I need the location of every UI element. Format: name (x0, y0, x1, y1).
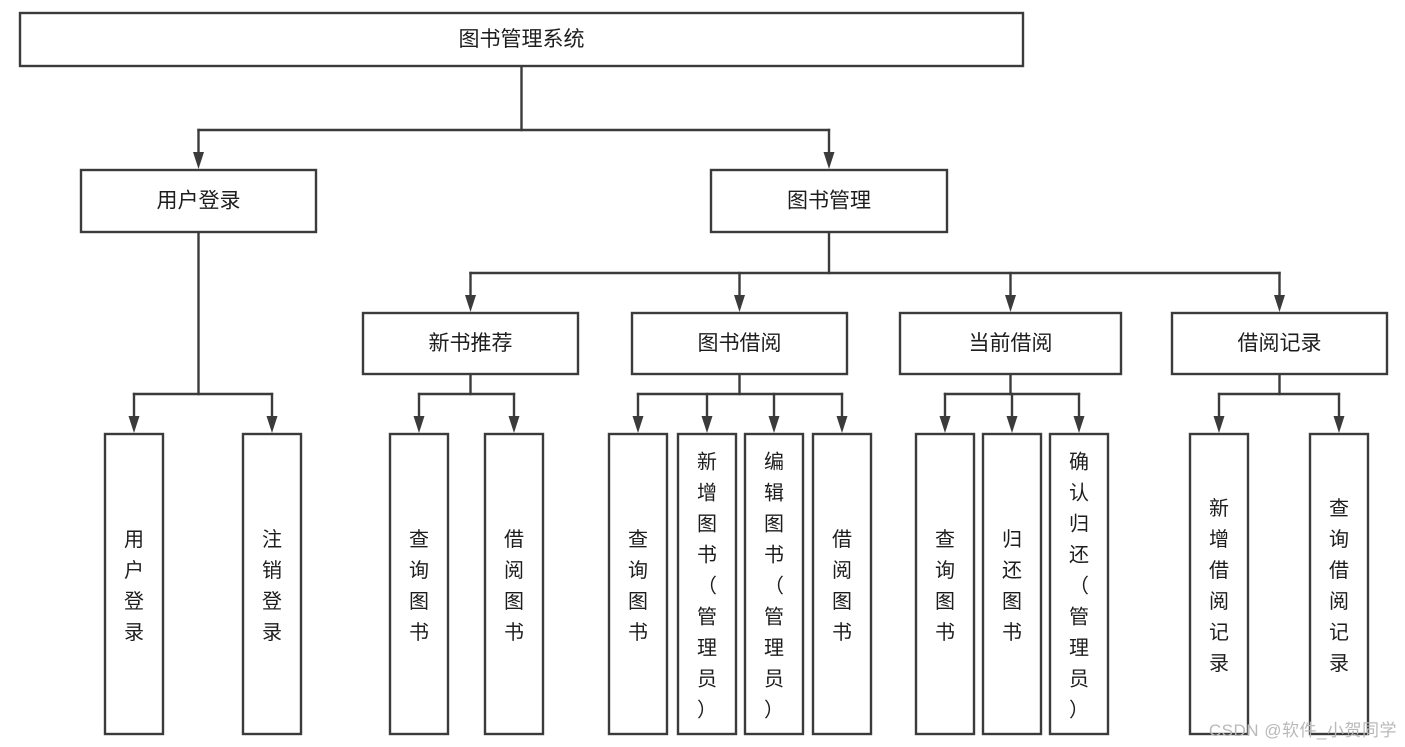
node-l-edit-book[interactable]: 编辑图书（管理员） (743, 432, 805, 736)
arrow-head-icon (823, 152, 835, 169)
node-n-book-mgmt[interactable]: 图书管理 (709, 168, 949, 234)
node-l-borrow-book-2[interactable]: 借阅图书 (811, 432, 873, 736)
arrow-head-icon (193, 152, 204, 169)
node-l-user-login[interactable]: 用户登录 (103, 432, 165, 736)
arrow-head-icon (768, 416, 780, 433)
node-box (676, 432, 738, 736)
edge-layer (128, 64, 1345, 433)
node-l-add-record[interactable]: 新增借阅记录 (1188, 432, 1250, 736)
node-l-query-record[interactable]: 查询借阅记录 (1308, 432, 1370, 736)
node-box (103, 432, 165, 736)
node-box (388, 432, 450, 736)
node-label: 图书管理系统 (459, 28, 585, 51)
arrow-head-icon (1073, 416, 1085, 433)
node-box (811, 432, 873, 736)
node-box (483, 432, 545, 736)
node-box (1048, 432, 1110, 736)
node-label: 查询图书 (409, 528, 429, 644)
node-box (607, 432, 669, 736)
arrow-head-icon (1274, 295, 1285, 312)
node-label: 查询图书 (935, 528, 955, 644)
node-l-query-book-2[interactable]: 查询图书 (607, 432, 669, 736)
node-label: 确认归还（管理员） (1069, 451, 1089, 722)
node-label: 图书管理 (787, 190, 871, 213)
node-root[interactable]: 图书管理系统 (18, 11, 1025, 68)
node-label: 查询借阅记录 (1329, 497, 1349, 675)
node-n-book-borrow[interactable]: 图书借阅 (630, 311, 849, 376)
node-box (361, 311, 580, 376)
node-n-user-login[interactable]: 用户登录 (79, 168, 318, 234)
node-label: 新增图书（管理员） (697, 451, 717, 722)
node-label: 借阅图书 (504, 528, 524, 644)
node-box (1308, 432, 1370, 736)
arrow-head-icon (508, 416, 520, 433)
node-n-current-borrow[interactable]: 当前借阅 (898, 311, 1123, 376)
arrow-head-icon (734, 295, 745, 312)
node-label: 借阅记录 (1238, 332, 1322, 355)
node-box (1170, 311, 1389, 376)
node-l-logout[interactable]: 注销登录 (241, 432, 303, 736)
arrow-head-icon (128, 416, 140, 433)
node-label: 借阅图书 (832, 528, 852, 644)
node-label: 新增借阅记录 (1209, 497, 1229, 675)
node-l-borrow-book-1[interactable]: 借阅图书 (483, 432, 545, 736)
arrow-head-icon (266, 416, 278, 433)
node-label: 用户登录 (157, 190, 241, 213)
arrow-head-icon (465, 295, 476, 312)
arrow-head-icon (1006, 416, 1018, 433)
node-label: 图书借阅 (698, 332, 782, 355)
node-box (898, 311, 1123, 376)
node-l-confirm-return[interactable]: 确认归还（管理员） (1048, 432, 1110, 736)
node-label: 注销登录 (262, 528, 282, 644)
node-l-query-book-1[interactable]: 查询图书 (388, 432, 450, 736)
node-box (709, 168, 949, 234)
arrow-head-icon (413, 416, 425, 433)
node-label: 查询图书 (628, 528, 648, 644)
node-l-query-book-3[interactable]: 查询图书 (914, 432, 976, 736)
arrow-head-icon (1213, 416, 1225, 433)
arrow-head-icon (632, 416, 644, 433)
node-l-add-book[interactable]: 新增图书（管理员） (676, 432, 738, 736)
node-box (241, 432, 303, 736)
node-box (981, 432, 1043, 736)
node-layer: 图书管理系统用户登录图书管理新书推荐图书借阅当前借阅借阅记录用户登录注销登录查询… (18, 11, 1389, 736)
arrow-head-icon (701, 416, 713, 433)
node-label: 新书推荐 (429, 332, 513, 355)
node-box (79, 168, 318, 234)
node-box (18, 11, 1025, 68)
node-box (630, 311, 849, 376)
arrow-head-icon (836, 416, 848, 433)
node-n-new-book-rec[interactable]: 新书推荐 (361, 311, 580, 376)
node-label: 当前借阅 (969, 332, 1053, 355)
arrow-head-icon (1005, 295, 1016, 312)
arrow-head-icon (1333, 416, 1345, 433)
node-box (914, 432, 976, 736)
arrow-head-icon (939, 416, 951, 433)
node-box (743, 432, 805, 736)
node-label: 编辑图书（管理员） (764, 451, 784, 722)
node-label: 归还图书 (1002, 528, 1022, 644)
node-n-borrow-record[interactable]: 借阅记录 (1170, 311, 1389, 376)
node-l-return-book[interactable]: 归还图书 (981, 432, 1043, 736)
node-box (1188, 432, 1250, 736)
node-label: 用户登录 (124, 529, 144, 644)
watermark-label: CSDN @软件_小贺同学 (1208, 721, 1397, 740)
